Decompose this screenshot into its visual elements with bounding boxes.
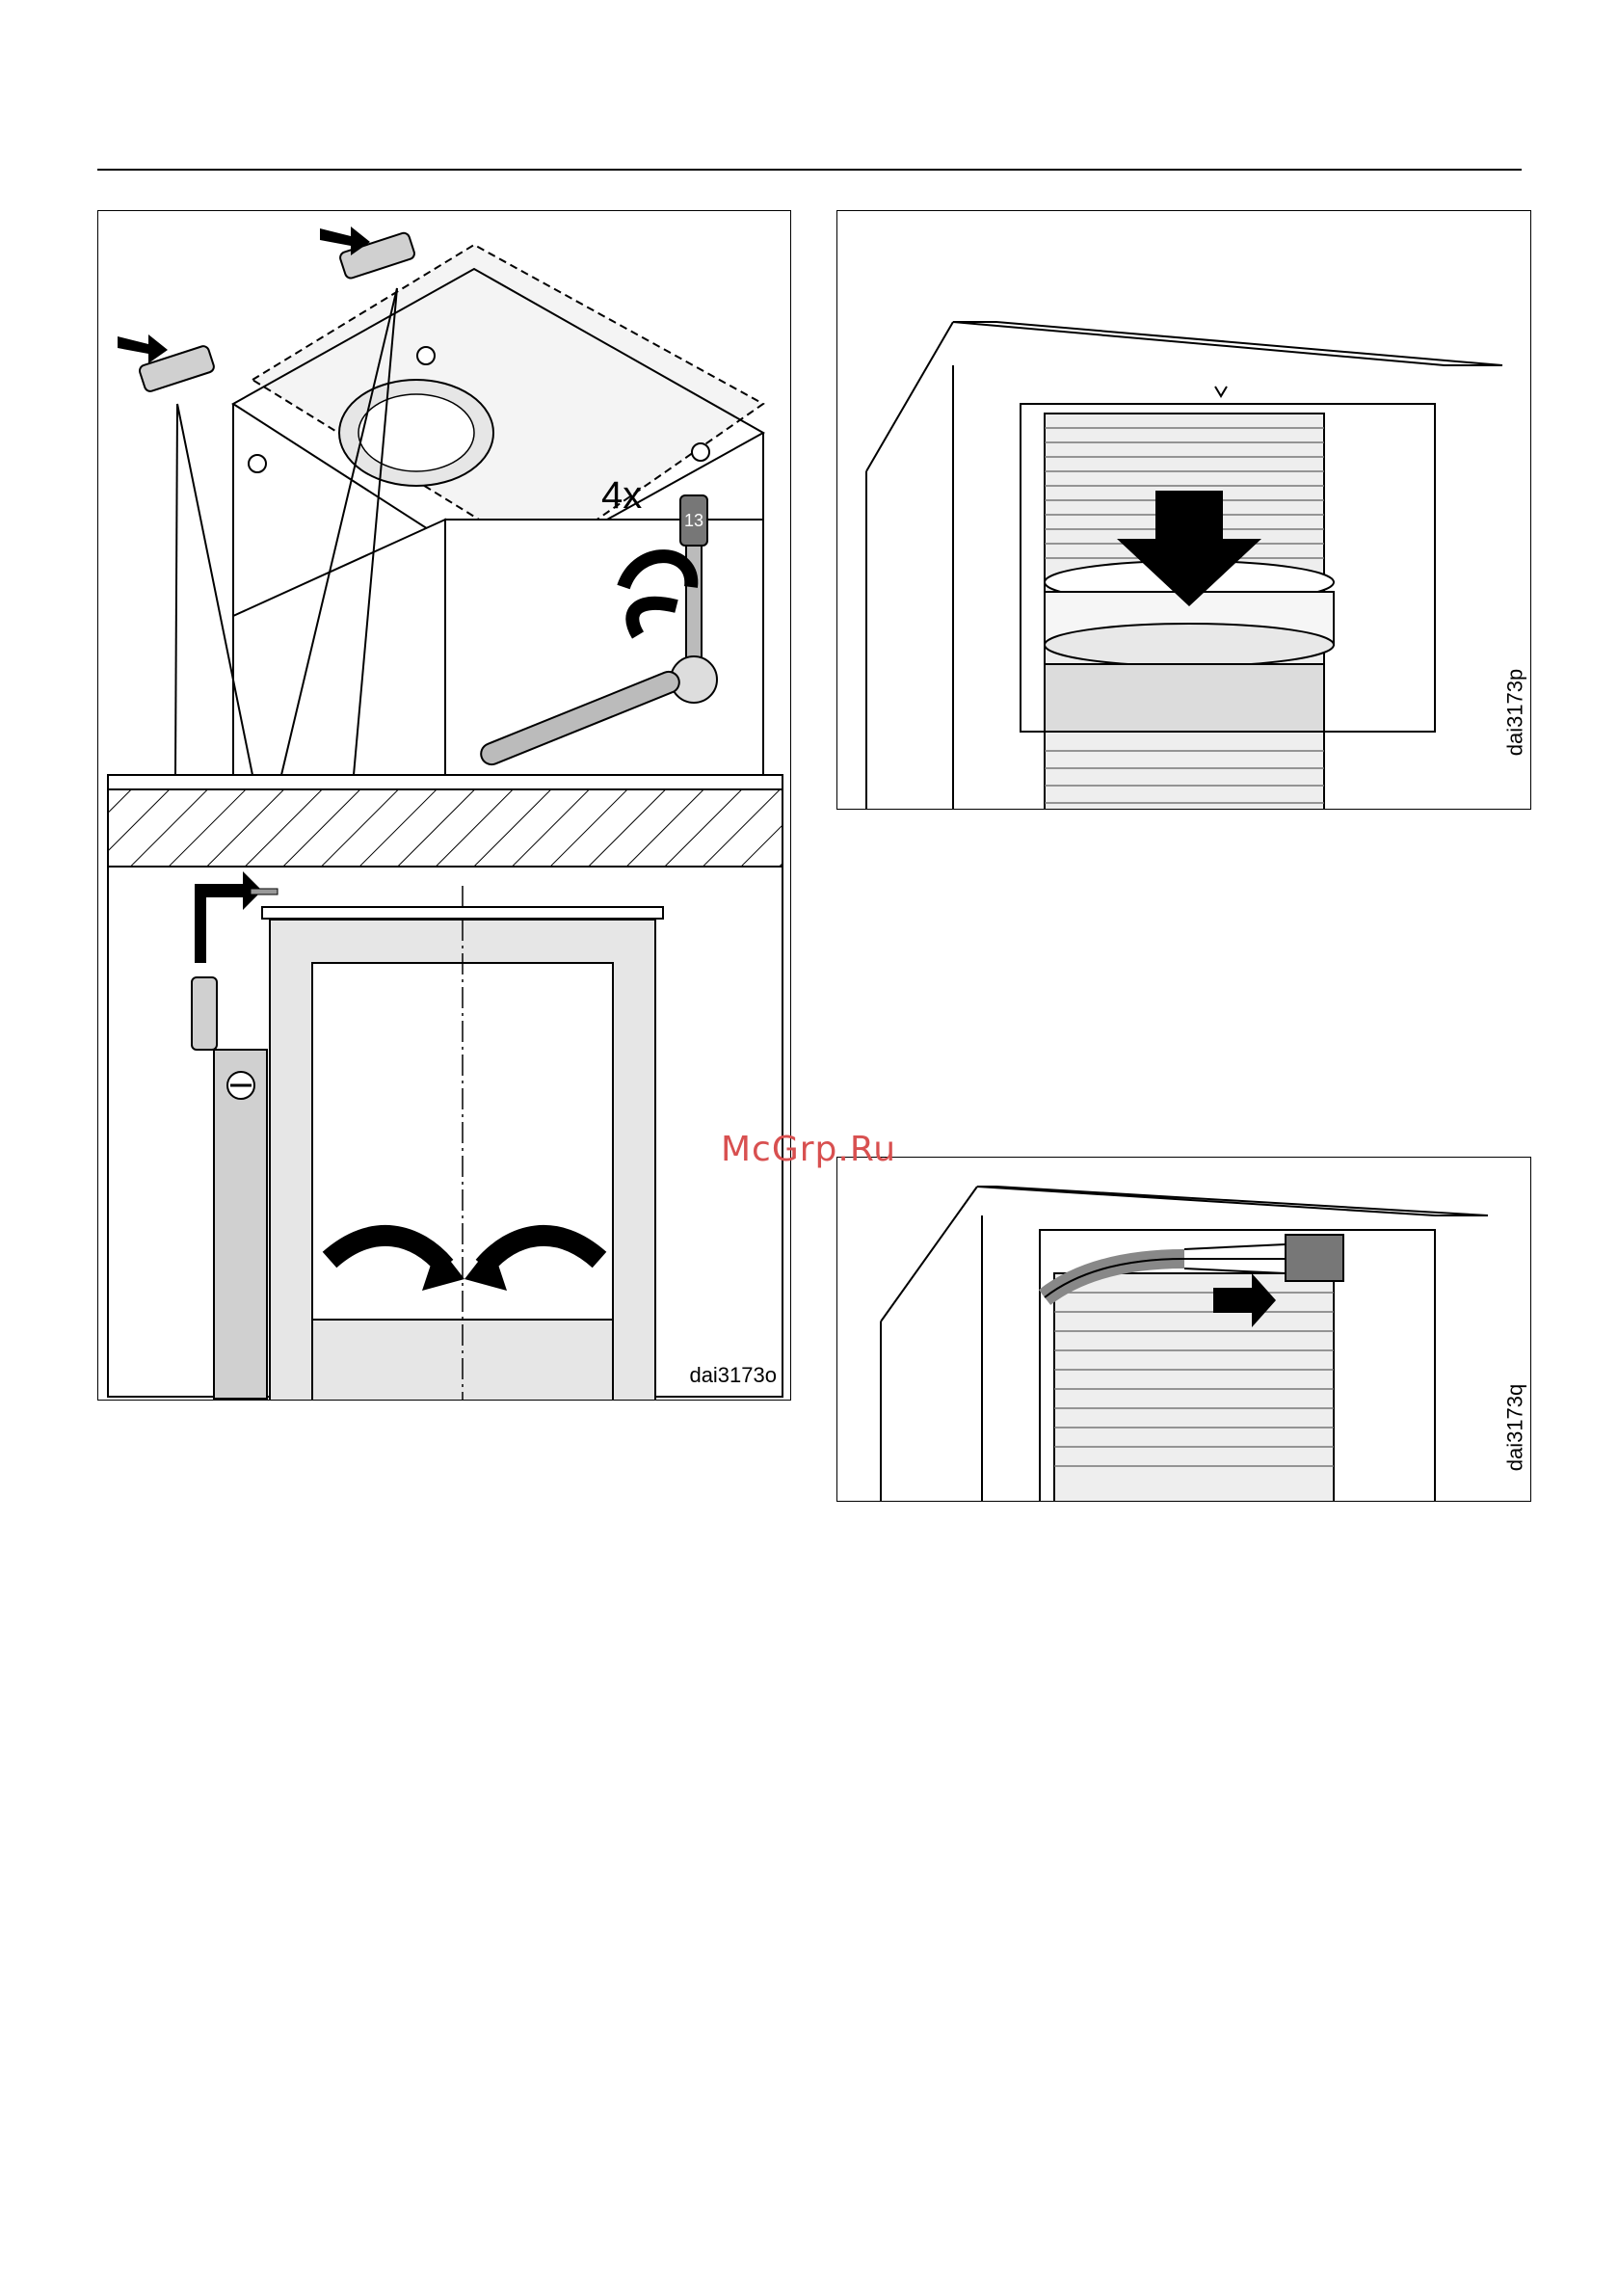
spacer-piece [192,977,217,1050]
wrench-size-label: 13 [684,511,703,530]
header-rule [97,169,1522,171]
illustration-electrical-connection [837,1158,1531,1502]
figure-dai3173o: 13 4x dai3173o [97,210,791,1401]
illustration-duct-connection [837,211,1531,810]
duct-connector [1045,664,1324,732]
ceiling-section [108,789,782,867]
screw [249,455,266,472]
figure-code: dai3173o [689,1363,777,1388]
screw [692,443,709,461]
flexible-duct [1054,1273,1334,1502]
figure-dai3173p: dai3173p [836,210,1531,810]
figure-code: dai3173q [1503,1384,1528,1472]
figure-dai3173q: dai3173q [836,1157,1531,1502]
callout-count: 4x [601,474,642,517]
watermark: McGrp.Ru [721,1130,896,1169]
illustration-hood-frame-mounting: 13 4x [98,211,791,1401]
figure-code: dai3173p [1503,669,1528,757]
screw [417,347,435,364]
frame-top-edge [977,1187,1488,1215]
frame-top-edge [953,322,1502,365]
spirit-level [214,1050,267,1399]
terminal-block [1286,1235,1343,1281]
chevron-down-icon [1215,387,1227,396]
